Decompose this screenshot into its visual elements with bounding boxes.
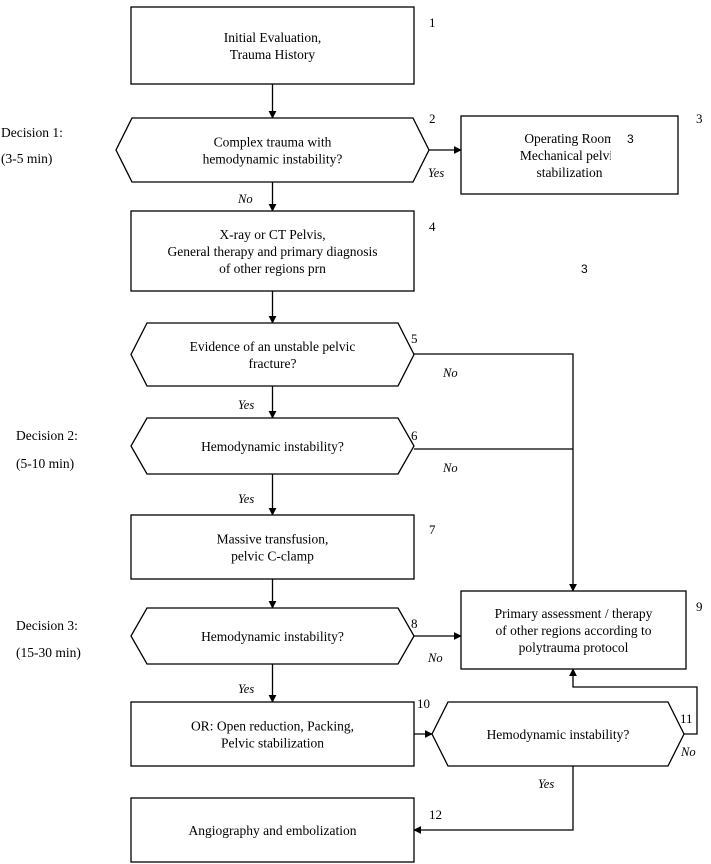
node-number: 1 <box>429 15 436 30</box>
node-label-line: polytrauma protocol <box>519 640 629 655</box>
connector-arrow <box>569 668 698 735</box>
phase-title: Decision 2: <box>16 428 78 443</box>
node-label-line: of other regions prn <box>219 261 326 276</box>
stray-number-label: 3 <box>627 132 634 146</box>
node-n6: Hemodynamic instability? 6 <box>130 417 418 475</box>
process-box <box>130 797 415 863</box>
process-box <box>130 514 415 580</box>
node-n4: X-ray or CT Pelvis, General therapy and p… <box>130 210 436 292</box>
node-label-line: Operating Room <box>524 131 615 146</box>
node-number: 10 <box>417 696 430 711</box>
node-number: 11 <box>680 711 693 726</box>
node-label-line: Massive transfusion, <box>217 532 329 547</box>
decision-hexagon <box>115 117 430 183</box>
phase-time: (5-10 min) <box>16 456 74 471</box>
node-label-line: of other regions according to <box>496 623 652 638</box>
node-n8: Hemodynamic instability? 8 <box>130 607 418 665</box>
phase-label: Decision 2: (5-10 min) <box>16 428 78 471</box>
decision-hexagon <box>130 322 415 387</box>
node-number: 2 <box>429 111 436 126</box>
edge-label: No <box>442 461 458 475</box>
decision-hexagon <box>130 417 415 475</box>
node-n9: Primary assessment / therapy of other reg… <box>460 590 703 670</box>
node-label-line: hemodynamic instability? <box>203 152 343 167</box>
node-number: 7 <box>429 522 436 537</box>
phase-time: (15-30 min) <box>16 645 81 660</box>
connector-arrow <box>414 353 577 592</box>
process-box <box>460 590 687 670</box>
node-label-line: Hemodynamic instability? <box>487 727 630 742</box>
node-label-line: Angiography and embolization <box>189 823 357 838</box>
edge-label: No <box>427 651 443 665</box>
node-label-line: Initial Evaluation, <box>224 30 321 45</box>
node-n12: Angiography and embolization 12 <box>130 797 442 863</box>
edge-label: No <box>237 192 253 206</box>
node-number: 4 <box>429 219 436 234</box>
phase-title: Decision 3: <box>16 618 78 633</box>
phase-label: Decision 1: (3-5 min) <box>1 125 63 166</box>
edge-label: Yes <box>238 398 254 412</box>
node-label-line: OR: Open reduction, Packing, <box>191 719 354 734</box>
node-label-line: X-ray or CT Pelvis, <box>219 227 325 242</box>
process-box <box>130 701 415 767</box>
node-number: 12 <box>429 807 442 822</box>
edge-label: No <box>442 366 458 380</box>
connector-layer <box>268 84 698 834</box>
node-label-line: General therapy and primary diagnosis <box>168 244 378 259</box>
decision-hexagon <box>130 607 415 665</box>
node-number: 8 <box>411 616 418 631</box>
node-label-line: Hemodynamic instability? <box>201 629 344 644</box>
node-number: 3 <box>696 111 703 126</box>
edge-label: Yes <box>238 492 254 506</box>
node-label-line: Trauma History <box>230 47 316 62</box>
process-box <box>130 210 415 292</box>
edge-label: No <box>680 745 696 759</box>
node-label-line: Evidence of an unstable pelvic <box>190 339 356 354</box>
node-number: 5 <box>411 331 418 346</box>
phase-time: (3-5 min) <box>1 151 52 166</box>
process-box <box>130 6 415 85</box>
phase-title: Decision 1: <box>1 125 63 140</box>
node-n11: Hemodynamic instability? 11 <box>431 701 693 767</box>
node-n1: Initial Evaluation, Trauma History 1 <box>130 6 436 85</box>
node-label-line: Mechanical pelvic <box>520 148 619 163</box>
node-n10: OR: Open reduction, Packing, Pelvic stabi… <box>130 696 430 767</box>
node-label-line: Complex trauma with <box>214 135 332 150</box>
node-label-line: Pelvic stabilization <box>221 736 324 751</box>
connector-arrow <box>413 766 574 834</box>
node-number: 9 <box>696 599 703 614</box>
node-label-line: Primary assessment / therapy <box>495 606 653 621</box>
edge-label: Yes <box>538 777 554 791</box>
edge-label: Yes <box>238 682 254 696</box>
phase-label: Decision 3: (15-30 min) <box>16 618 81 660</box>
node-label-line: fracture? <box>249 356 297 371</box>
node-label-line: pelvic C-clamp <box>231 549 314 564</box>
edge-label: Yes <box>428 166 444 180</box>
stray-number-label: 3 <box>581 262 588 276</box>
node-layer: Initial Evaluation, Trauma History 1Comple… <box>115 6 703 863</box>
node-number: 6 <box>411 428 418 443</box>
node-label-line: Hemodynamic instability? <box>201 439 344 454</box>
node-n7: Massive transfusion, pelvic C-clamp 7 <box>130 514 436 580</box>
decision-hexagon <box>431 701 685 767</box>
node-n2: Complex trauma with hemodynamic instabili… <box>115 111 436 183</box>
node-label-line: stabilization <box>537 165 603 180</box>
node-n5: Evidence of an unstable pelvic fracture? 5 <box>130 322 418 387</box>
process-box <box>460 115 679 195</box>
